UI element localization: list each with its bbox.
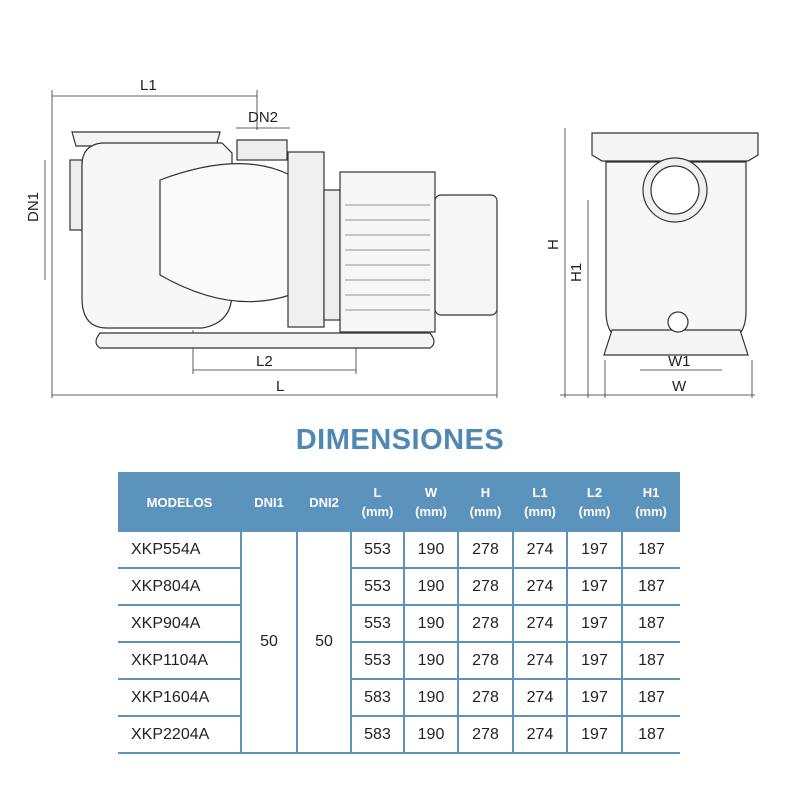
l-cell: 583 <box>350 716 404 754</box>
column-header-label: H <box>480 485 491 500</box>
h-cell: 278 <box>457 568 513 606</box>
label-DN2: DN2 <box>248 109 278 126</box>
label-W: W <box>672 378 687 395</box>
pump-side-view <box>44 90 498 398</box>
label-L: L <box>276 378 284 395</box>
l-cell: 553 <box>350 532 404 569</box>
l1-cell: 274 <box>512 716 567 754</box>
l-cell: 553 <box>350 605 404 643</box>
l1-cell: 274 <box>512 642 567 680</box>
l2-cell: 197 <box>566 716 622 754</box>
h-cell: 278 <box>457 679 513 717</box>
model-cell: XKP1104A <box>118 642 241 680</box>
column-header-label: DNI1 <box>254 494 284 510</box>
pump-front-view <box>560 128 759 398</box>
h-cell: 278 <box>457 716 513 754</box>
column-header-unit: (mm) <box>524 504 556 519</box>
dimensions-table: MODELOS DNI1 DNI2 L (mm) W (mm) H (mm) L1 (mm) L2 (m… <box>118 472 680 754</box>
column-header: W (mm) <box>404 472 458 532</box>
l-cell: 553 <box>350 568 404 606</box>
model-cell: XKP554A <box>118 532 241 569</box>
h1-cell: 187 <box>621 642 680 680</box>
l1-cell: 274 <box>512 568 567 606</box>
label-L2: L2 <box>256 353 273 370</box>
label-W1: W1 <box>668 353 691 370</box>
column-header: L (mm) <box>351 472 404 532</box>
column-header-unit: (mm) <box>415 504 447 519</box>
l2-cell: 197 <box>566 568 622 606</box>
column-header: DNI1 <box>241 472 297 532</box>
column-header-label: L2 <box>586 485 603 500</box>
dni1-cell: 50 <box>240 532 298 754</box>
label-L1: L1 <box>140 77 157 94</box>
l-cell: 583 <box>350 679 404 717</box>
column-header-unit: (mm) <box>635 504 667 519</box>
l2-cell: 197 <box>566 642 622 680</box>
column-header: H1 (mm) <box>622 472 680 532</box>
w-cell: 190 <box>403 642 458 680</box>
h1-cell: 187 <box>621 568 680 606</box>
dni2-cell: 50 <box>296 532 352 754</box>
model-cell: XKP904A <box>118 605 241 643</box>
column-header-unit: (mm) <box>578 504 611 519</box>
column-header: H (mm) <box>458 472 513 532</box>
l1-cell: 274 <box>512 679 567 717</box>
h1-cell: 187 <box>621 605 680 643</box>
h1-cell: 187 <box>621 716 680 754</box>
l-cell: 553 <box>350 642 404 680</box>
table-header-row: MODELOS DNI1 DNI2 L (mm) W (mm) H (mm) L1 (mm) L2 (m… <box>118 472 680 532</box>
column-header: DNI2 <box>297 472 351 532</box>
l1-cell: 274 <box>512 532 567 569</box>
w-cell: 190 <box>403 716 458 754</box>
h1-cell: 187 <box>621 679 680 717</box>
column-header-label: L <box>373 485 382 500</box>
model-cell: XKP1604A <box>118 679 241 717</box>
w-cell: 190 <box>403 568 458 606</box>
column-header-unit: (mm) <box>469 504 502 519</box>
column-header-label: MODELOS <box>146 494 213 510</box>
w-cell: 190 <box>403 679 458 717</box>
section-title: DIMENSIONES <box>295 424 505 456</box>
label-DN1: DN1 <box>25 192 42 222</box>
column-header-label: L1 <box>532 485 548 500</box>
column-header: MODELOS <box>118 472 241 532</box>
l2-cell: 197 <box>566 679 622 717</box>
column-header: L2 (mm) <box>567 472 622 532</box>
label-H: H <box>545 239 562 250</box>
l2-cell: 197 <box>566 605 622 643</box>
w-cell: 190 <box>403 605 458 643</box>
model-cell: XKP804A <box>118 568 241 606</box>
label-H1: H1 <box>568 263 585 282</box>
column-header: L1 (mm) <box>513 472 567 532</box>
h1-cell: 187 <box>621 532 680 569</box>
column-header-label: DNI2 <box>309 494 339 510</box>
column-header-label: W <box>424 485 438 500</box>
pump-dimension-drawing: L1 DN2 DN1 L2 L H H1 W1 W <box>25 77 759 398</box>
l1-cell: 274 <box>512 605 567 643</box>
h-cell: 278 <box>457 642 513 680</box>
column-header-label: H1 <box>642 485 660 500</box>
model-cell: XKP2204A <box>118 716 241 754</box>
w-cell: 190 <box>403 532 458 569</box>
h-cell: 278 <box>457 605 513 643</box>
h-cell: 278 <box>457 532 513 569</box>
l2-cell: 197 <box>566 532 622 569</box>
column-header-unit: (mm) <box>361 504 394 519</box>
